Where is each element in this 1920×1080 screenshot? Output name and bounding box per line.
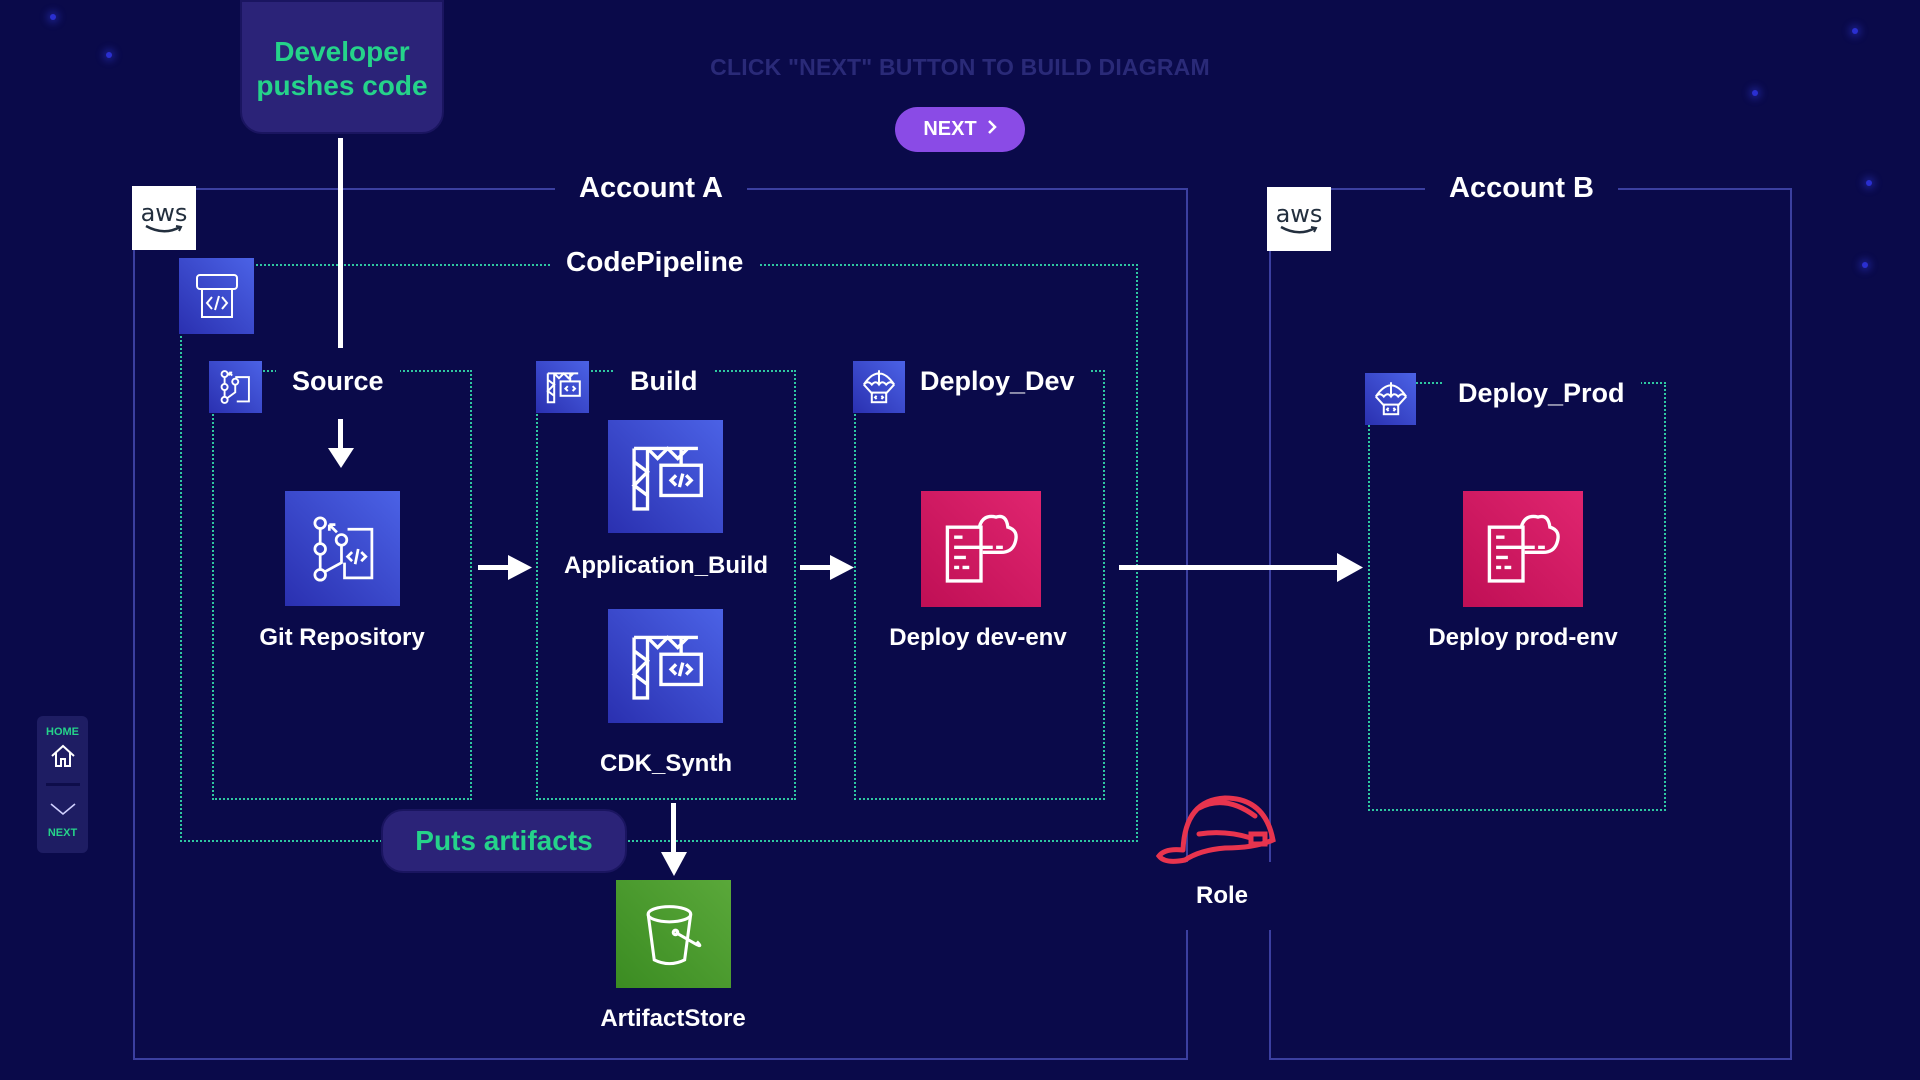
connector-line [478, 565, 512, 570]
codepipeline-icon [179, 258, 254, 334]
instruction-hint: CLICK "NEXT" BUTTON TO BUILD DIAGRAM [710, 54, 1210, 80]
role-label: Role [1195, 882, 1248, 909]
background-star [50, 14, 56, 20]
arrow-head-icon [328, 448, 354, 468]
chevron-down-icon[interactable] [49, 802, 77, 821]
connector-line [671, 803, 676, 859]
aws-logo: aws [132, 186, 196, 250]
codedeploy-icon [853, 361, 905, 413]
deploy-prod-env-icon [1463, 491, 1583, 607]
background-star [1852, 28, 1858, 34]
developer-callout: Developer pushes code [240, 0, 444, 134]
background-star [1862, 262, 1868, 268]
source-stage-title: Source [276, 366, 400, 397]
next-button[interactable]: NEXT [895, 107, 1025, 152]
s3-bucket-icon [616, 880, 731, 988]
slide-navigation: HOME NEXT [37, 716, 88, 853]
application-build-icon [608, 420, 723, 533]
codecommit-icon [209, 361, 262, 413]
deploy-prod-env-label: Deploy prod-env [1428, 624, 1618, 651]
next-label[interactable]: NEXT [47, 827, 78, 839]
background-star [1752, 90, 1758, 96]
account-b-title: Account B [1425, 172, 1618, 205]
codepipeline-title: CodePipeline [550, 246, 760, 278]
puts-artifacts-callout: Puts artifacts [381, 809, 627, 873]
artifact-store-label: ArtifactStore [600, 1005, 746, 1032]
deploy-prod-stage-title: Deploy_Prod [1442, 378, 1641, 409]
deploy-dev-env-label: Deploy dev-env [889, 624, 1067, 651]
iam-role-helmet-icon [1155, 795, 1276, 864]
arrow-down [338, 419, 343, 451]
git-repository-icon [285, 491, 400, 606]
next-button-label: NEXT [923, 118, 977, 140]
home-label[interactable]: HOME [46, 726, 79, 738]
git-repository-label: Git Repository [259, 624, 425, 651]
background-star [1866, 180, 1872, 186]
connector-line [338, 138, 343, 348]
chevron-right-icon [987, 118, 997, 141]
home-icon[interactable] [50, 744, 76, 773]
deploy-dev-env-icon [921, 491, 1041, 607]
build-stage-title: Build [614, 366, 714, 397]
divider [45, 783, 80, 786]
codedeploy-icon [1365, 373, 1416, 425]
cdk-synth-icon [608, 609, 723, 723]
connector-line [1119, 565, 1339, 570]
arrow-head-icon [1337, 553, 1363, 582]
connector-line [800, 565, 834, 570]
cdk-synth-label: CDK_Synth [599, 750, 732, 777]
arrow-head-icon [508, 555, 532, 580]
aws-logo: aws [1267, 187, 1331, 251]
arrow-head-icon [661, 852, 687, 876]
arrow-head-icon [830, 555, 854, 580]
deploy-dev-stage-title: Deploy_Dev [904, 366, 1091, 397]
background-star [106, 52, 112, 58]
codebuild-icon [536, 361, 589, 413]
application-build-label: Application_Build [564, 552, 768, 579]
account-a-title: Account A [555, 172, 747, 205]
